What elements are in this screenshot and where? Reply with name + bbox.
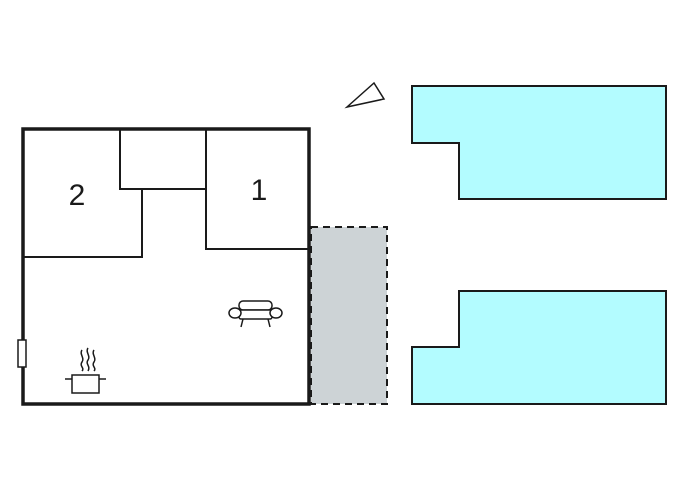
room-label-1: 1 [251, 174, 268, 207]
pool-lower [411, 290, 667, 405]
door-icon [17, 339, 27, 368]
north-arrow-icon [344, 81, 386, 109]
pool-upper [411, 85, 667, 200]
room-label-2: 2 [69, 179, 86, 212]
cooking-pot-icon [65, 347, 106, 394]
interior-walls [23, 129, 309, 258]
house-outline [21, 127, 311, 406]
terrace [310, 226, 388, 405]
sofa-icon [228, 300, 283, 328]
